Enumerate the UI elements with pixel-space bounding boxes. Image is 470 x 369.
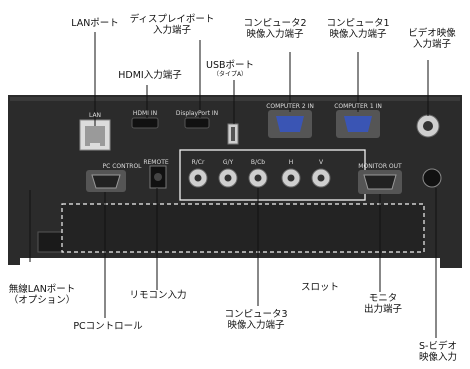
label-remote: リモコン入力 xyxy=(129,290,187,301)
panel-text-rgb-h: H xyxy=(288,159,294,166)
usb-port-tongue xyxy=(231,127,235,141)
label-video-line1: ビデオ映像 xyxy=(408,28,456,39)
video-rca-inner xyxy=(423,121,433,131)
label-monitor-out-line2: 出力端子 xyxy=(363,304,403,315)
label-computer3-line1: コンピュータ3 xyxy=(224,309,288,320)
panel-text-lan: LAN xyxy=(88,112,102,119)
panel-text-monitor-out: MONITOR OUT xyxy=(358,163,402,170)
panel-text-hdmi: HDMI IN xyxy=(132,110,158,117)
label-computer1-line1: コンピュータ1 xyxy=(326,18,390,29)
label-display-port-line1: ディスプレイポート xyxy=(129,14,215,25)
panel-text-rgb-r: R/Cr xyxy=(191,159,205,166)
lan-port-clip xyxy=(90,143,100,147)
label-slot: スロット xyxy=(300,282,340,293)
label-wireless-lan-line2: （オプション） xyxy=(8,295,76,306)
panel-text-rgb-b: B/Cb xyxy=(250,159,266,166)
panel-text-pc-control: PC CONTROL xyxy=(102,163,142,170)
svideo-port xyxy=(422,168,442,188)
slot-area xyxy=(61,203,425,253)
label-svideo-line2: 映像入力 xyxy=(418,352,458,363)
label-computer2-line2: 映像入力端子 xyxy=(246,29,304,40)
label-display-port: ディスプレイポート 入力端子 xyxy=(130,14,215,36)
panel-text-rgb-v: V xyxy=(318,159,324,166)
panel-top-edge xyxy=(10,97,460,101)
label-usb-line2: （タイプA） xyxy=(212,71,248,78)
label-wireless-lan-line1: 無線LANポート xyxy=(8,284,76,295)
remote-jack-hole xyxy=(154,173,162,181)
monitor-out-port xyxy=(363,174,397,190)
label-svideo: S-ビデオ 映像入力 xyxy=(419,341,457,363)
panel-text-comp2: COMPUTER 2 IN xyxy=(266,103,314,110)
label-computer1-line2: 映像入力端子 xyxy=(329,29,387,40)
bnc-connectors xyxy=(188,168,331,188)
label-computer2: コンピュータ2 映像入力端子 xyxy=(243,18,306,40)
label-monitor-out-line1: モニタ xyxy=(368,293,398,304)
panel-text-dp: DisplayPort IN xyxy=(175,110,219,117)
label-monitor-out: モニタ 出力端子 xyxy=(364,293,402,315)
label-usb-line1: USBポート xyxy=(205,60,255,71)
label-hdmi: HDMI入力端子 xyxy=(118,70,182,81)
lan-port-socket xyxy=(85,126,105,146)
computer2-vga-port xyxy=(276,116,304,132)
panel-text-rgb-g: G/Y xyxy=(222,159,234,166)
label-wireless-lan: 無線LANポート （オプション） xyxy=(9,284,76,306)
pc-control-port xyxy=(91,174,121,189)
label-svideo-line1: S-ビデオ xyxy=(419,341,457,352)
label-computer2-line1: コンピュータ2 xyxy=(243,18,307,29)
label-display-port-line2: 入力端子 xyxy=(152,25,191,36)
label-video: ビデオ映像 入力端子 xyxy=(408,28,456,50)
label-usb: USBポート （タイプA） xyxy=(206,60,254,78)
hdmi-port xyxy=(131,117,159,129)
panel-text-comp1: COMPUTER 1 IN xyxy=(334,103,382,110)
label-video-line2: 入力端子 xyxy=(412,39,452,50)
panel-text-remote: REMOTE xyxy=(143,159,169,166)
label-computer1: コンピュータ1 映像入力端子 xyxy=(326,18,389,40)
display-port xyxy=(184,117,210,129)
leader-lines xyxy=(29,32,437,338)
label-computer3: コンピュータ3 映像入力端子 xyxy=(224,309,287,331)
label-pc-control: PCコントロール xyxy=(73,321,143,332)
wireless-lan-port xyxy=(37,231,65,253)
computer1-vga-port xyxy=(344,116,372,132)
label-computer3-line2: 映像入力端子 xyxy=(227,320,285,331)
label-lan-port: LANポート xyxy=(71,18,119,29)
